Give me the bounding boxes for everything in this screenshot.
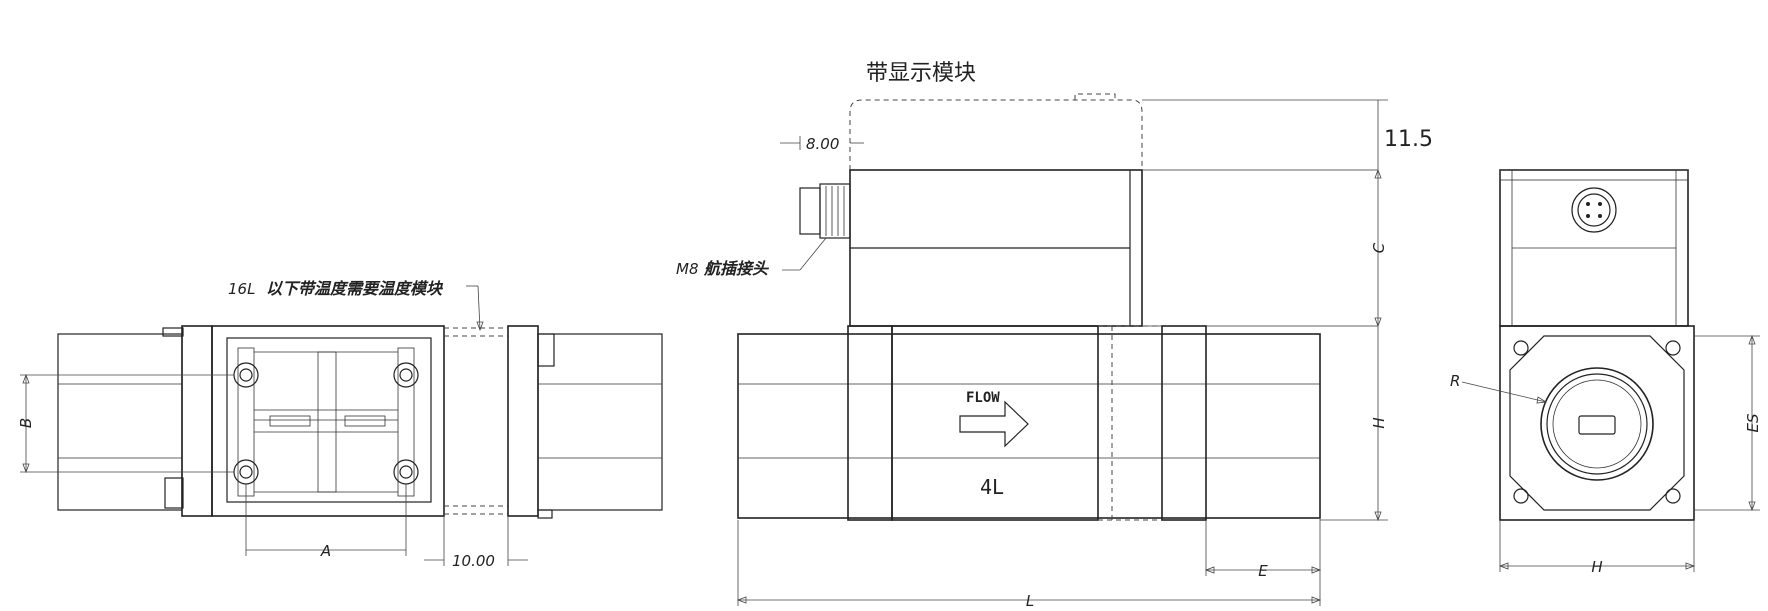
dim-C-label: C: [1370, 242, 1388, 253]
size-label: 4L: [980, 475, 1004, 499]
dim-10-label: 10.00: [452, 552, 495, 570]
flow-label: FLOW: [966, 390, 1000, 406]
m8-prefix: M8: [676, 260, 699, 278]
end-view: R ES H: [1450, 169, 1762, 576]
dim-11-5-label: 11.5: [1384, 127, 1433, 152]
dim-H-side-label: H: [1370, 417, 1388, 428]
dim-A-label: A: [320, 542, 331, 560]
dim-8-label: 8.00: [806, 135, 839, 153]
dim-B-label: B: [17, 418, 35, 428]
dim-L-label: L: [1026, 592, 1034, 610]
m8-connector-icon: [1571, 187, 1617, 233]
dim-ES-label: ES: [1744, 413, 1762, 432]
display-module-label: 带显示模块: [866, 61, 976, 86]
pipe-port: [1540, 367, 1654, 481]
temp-note-label: 以下带温度需要温度模块: [266, 279, 444, 298]
m8-label: 航插接头: [703, 259, 770, 278]
bolt-hole-top-right: [393, 362, 419, 388]
temp-note-prefix: 16L: [228, 280, 255, 298]
dim-H-end-label: H: [1591, 558, 1602, 576]
top-view: B A 10.00 16L 以下带温度需要温度模块: [17, 279, 663, 570]
dim-R-label: R: [1450, 372, 1460, 390]
side-view: FLOW 4L 带显示模块 11.5 C H 8.00 M8 航插接头 E: [676, 61, 1433, 610]
dim-E-label: E: [1258, 562, 1268, 580]
